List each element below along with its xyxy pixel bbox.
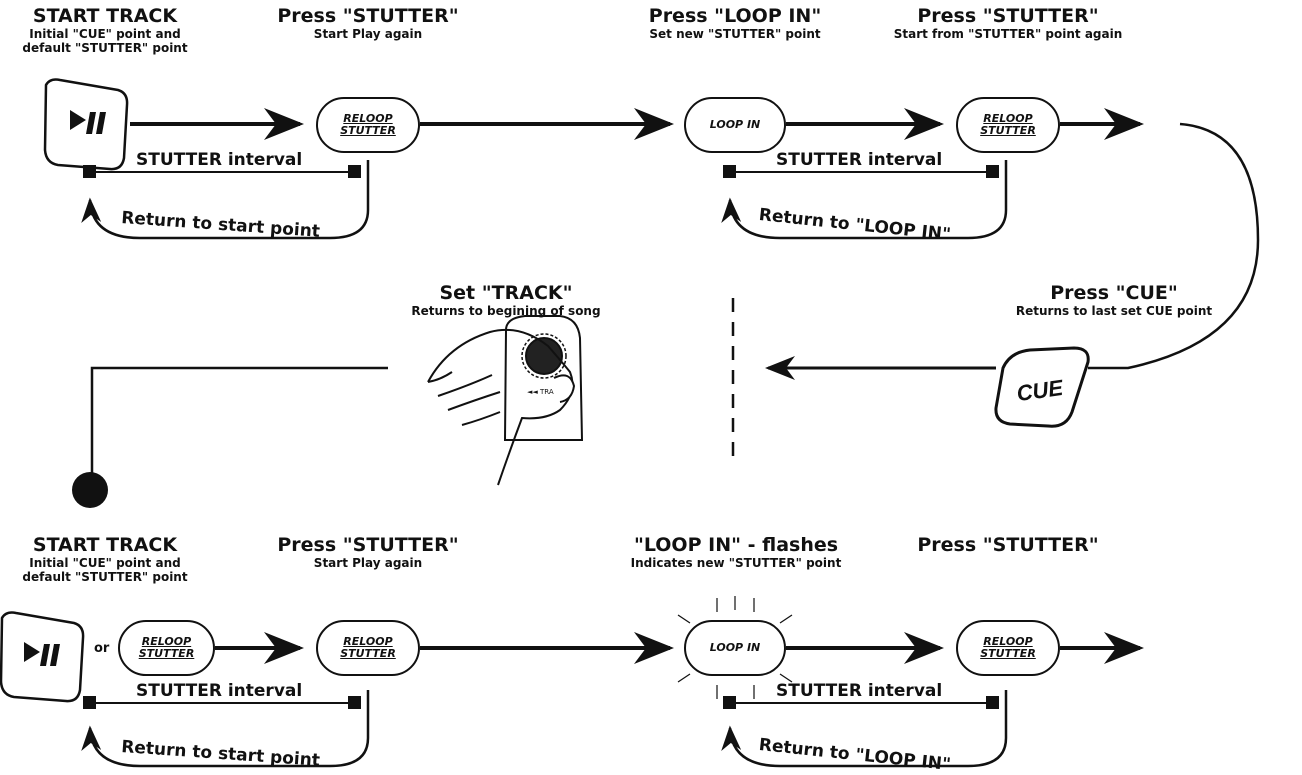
top-start-sub1: Initial "CUE" point and: [29, 26, 181, 41]
top-step4-title: Press "STUTTER": [917, 5, 1099, 27]
bottom-start-sub1: Initial "CUE" point and: [29, 555, 181, 570]
top-interval-label-2: STUTTER interval: [776, 150, 943, 170]
top-step4-label: Press "STUTTER" Start from "STUTTER" poi…: [870, 5, 1146, 42]
top-step4-sub: Start from "STUTTER" point again: [893, 26, 1123, 41]
bottom-interval-label-2: STUTTER interval: [776, 681, 943, 701]
mid-cue-sub: Returns to last set CUE point: [1015, 303, 1213, 318]
bottom-step3-label: "LOOP IN" - flashes Indicates new "STUTT…: [600, 534, 872, 571]
bottom-start-sub2: default "STUTTER" point: [22, 569, 188, 584]
bottom-interval-1: [83, 696, 361, 709]
top-step3-title: Press "LOOP IN": [648, 5, 822, 27]
cue-connector-curve: [1088, 122, 1260, 370]
bottom-step3-title: "LOOP IN" - flashes: [633, 534, 839, 556]
stutter-label: STUTTER: [340, 124, 396, 137]
reloop-label: RELOOP: [141, 634, 192, 648]
top-loop-in-button: LOOP IN: [684, 97, 786, 153]
stutter-label: STUTTER: [340, 647, 396, 660]
bottom-or-label: or: [94, 641, 110, 656]
cue-key: CUE: [994, 346, 1090, 428]
reloop-label: RELOOP: [983, 634, 1033, 648]
top-start-label: START TRACK Initial "CUE" point and defa…: [2, 5, 208, 55]
reloop-label: RELOOP: [983, 111, 1033, 125]
stutter-label: STUTTER: [980, 647, 1036, 660]
top-step3-label: Press "LOOP IN" Set new "STUTTER" point: [622, 5, 848, 42]
mid-track-label: Set "TRACK" Returns to begining of song: [392, 282, 620, 319]
mid-left-connector: [90, 366, 388, 475]
top-step3-sub: Set new "STUTTER" point: [649, 26, 821, 41]
hand-track-knob-illustration: ◄◄ TRA: [427, 315, 584, 486]
top-start-sub2: default "STUTTER" point: [22, 40, 188, 55]
bottom-start-title: START TRACK: [32, 534, 178, 556]
play-pause-icon: [70, 110, 106, 134]
bottom-step2-title: Press "STUTTER": [277, 534, 459, 556]
start-dot: [72, 472, 108, 508]
top-step2-sub: Start Play again: [313, 26, 423, 41]
top-interval-2: [723, 165, 999, 178]
top-start-title: START TRACK: [32, 5, 178, 27]
top-step2-label: Press "STUTTER" Start Play again: [255, 5, 481, 42]
bottom-step4-label: Press "STUTTER": [895, 534, 1121, 557]
bottom-interval-2: [723, 696, 999, 709]
top-step2-title: Press "STUTTER": [277, 5, 459, 27]
mid-cue-label: Press "CUE" Returns to last set CUE poin…: [1000, 282, 1228, 319]
mid-cue-title: Press "CUE": [1050, 282, 1178, 304]
stutter-label: STUTTER: [980, 124, 1036, 137]
top-interval-label-1: STUTTER interval: [136, 150, 303, 170]
mid-track-sub: Returns to begining of song: [411, 303, 601, 318]
bottom-step2-sub: Start Play again: [313, 555, 423, 570]
bottom-step3-sub: Indicates new "STUTTER" point: [630, 555, 842, 570]
bottom-step2-label: Press "STUTTER" Start Play again: [255, 534, 481, 571]
bottom-return-curve-1: [81, 690, 370, 768]
top-play-key: [43, 78, 129, 171]
top-return-curve-1: [81, 160, 370, 240]
bottom-play-key: [0, 611, 85, 703]
top-interval-1: [83, 165, 361, 178]
track-knob-label: ◄◄ TRA: [527, 388, 554, 396]
loop-in-label: LOOP IN: [709, 117, 761, 131]
reloop-label: RELOOP: [343, 111, 393, 125]
top-return-curve-2: [721, 160, 1008, 240]
loop-in-flash-rays: [677, 596, 793, 699]
stutter-label: STUTTER: [138, 647, 195, 660]
track-knob: [525, 337, 563, 375]
bottom-loop-in-button: LOOP IN: [684, 620, 786, 676]
bottom-return-curve-2: [721, 690, 1008, 768]
loop-in-label: LOOP IN: [709, 640, 761, 654]
bottom-step4-title: Press "STUTTER": [917, 534, 1099, 556]
mid-track-title: Set "TRACK": [439, 282, 573, 304]
bottom-start-label: START TRACK Initial "CUE" point and defa…: [2, 534, 208, 584]
bottom-interval-label-1: STUTTER interval: [136, 681, 303, 701]
play-pause-icon: [24, 642, 60, 666]
reloop-label: RELOOP: [343, 634, 393, 648]
